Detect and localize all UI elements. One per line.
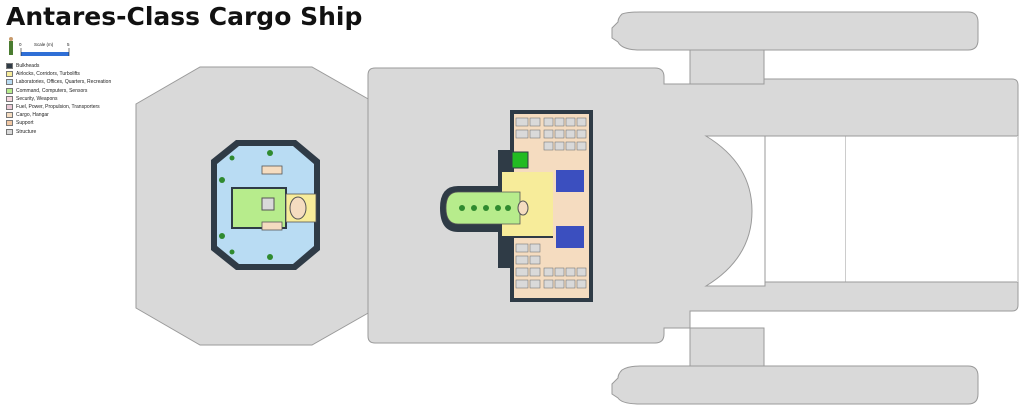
legend-item-fuel: Fuel, Power, Propulsion, Transporters [6,103,111,111]
bridge-module [211,140,320,270]
scale-start-label: 0 [19,42,22,47]
computer-core [511,151,529,169]
scale-end-label: 5 [67,42,70,47]
page-title: Antares-Class Cargo Ship [6,2,363,31]
legend-label: Cargo, Hangar [16,112,49,119]
lower-nacelle [611,365,979,405]
legend-swatch [6,120,13,127]
sensor-arm-details [459,205,511,211]
central-deck-module [440,110,593,302]
upper-pylon [689,49,765,85]
bridge-console-bottom [261,221,283,231]
legend-item-security: Security, Weapons [6,95,111,103]
transporter-pad-lower [556,226,584,248]
legend-swatch [6,104,13,111]
bridge-turbolift [289,196,307,220]
legend-swatch [6,79,13,86]
legend-item-quarters: Laboratories, Offices, Quarters, Recreat… [6,78,111,86]
bay-opening-right [844,135,1019,283]
legend-swatch [6,95,13,102]
legend-item-bulkheads: Bulkheads [6,62,111,70]
upper-nacelle [611,11,979,51]
legend-swatch [6,87,13,94]
legend-label: Command, Computers, Sensors [16,87,88,94]
legend: Bulkheads Airlocks, Corridors, Turbolift… [6,62,111,136]
legend-label: Bulkheads [16,63,40,70]
bridge-console-top [261,165,283,175]
legend-label: Airlocks, Corridors, Turbolifts [16,71,80,78]
legend-item-support: Support [6,119,111,127]
legend-label: Fuel, Power, Propulsion, Transporters [16,104,100,111]
legend-swatch [6,128,13,135]
legend-swatch [6,112,13,119]
bridge-chair [261,197,275,211]
legend-item-cargo: Cargo, Hangar [6,111,111,119]
cargo-containers-lower [515,243,587,289]
scale-title-label: Scale (m) [34,42,54,47]
legend-swatch [6,71,13,78]
scale-bar [9,37,70,56]
legend-item-structure: Structure [6,128,111,136]
legend-label: Support [16,120,34,127]
crescent-opening [704,135,766,287]
central-turbolift [517,200,529,216]
lower-pylon [689,327,765,368]
cargo-containers-upper [515,117,587,151]
bridge-plants [219,150,273,260]
bridge-command-center [231,187,287,229]
legend-item-corridors: Airlocks, Corridors, Turbolifts [6,70,111,78]
transporter-pad-upper [556,170,584,192]
legend-label: Structure [16,128,37,135]
legend-label: Laboratories, Offices, Quarters, Recreat… [16,79,112,86]
legend-label: Security, Weapons [16,95,58,102]
legend-swatch [6,63,13,70]
bay-separator-bar [785,136,845,282]
legend-item-command: Command, Computers, Sensors [6,87,111,95]
cargo-bay-openings [704,135,1019,287]
